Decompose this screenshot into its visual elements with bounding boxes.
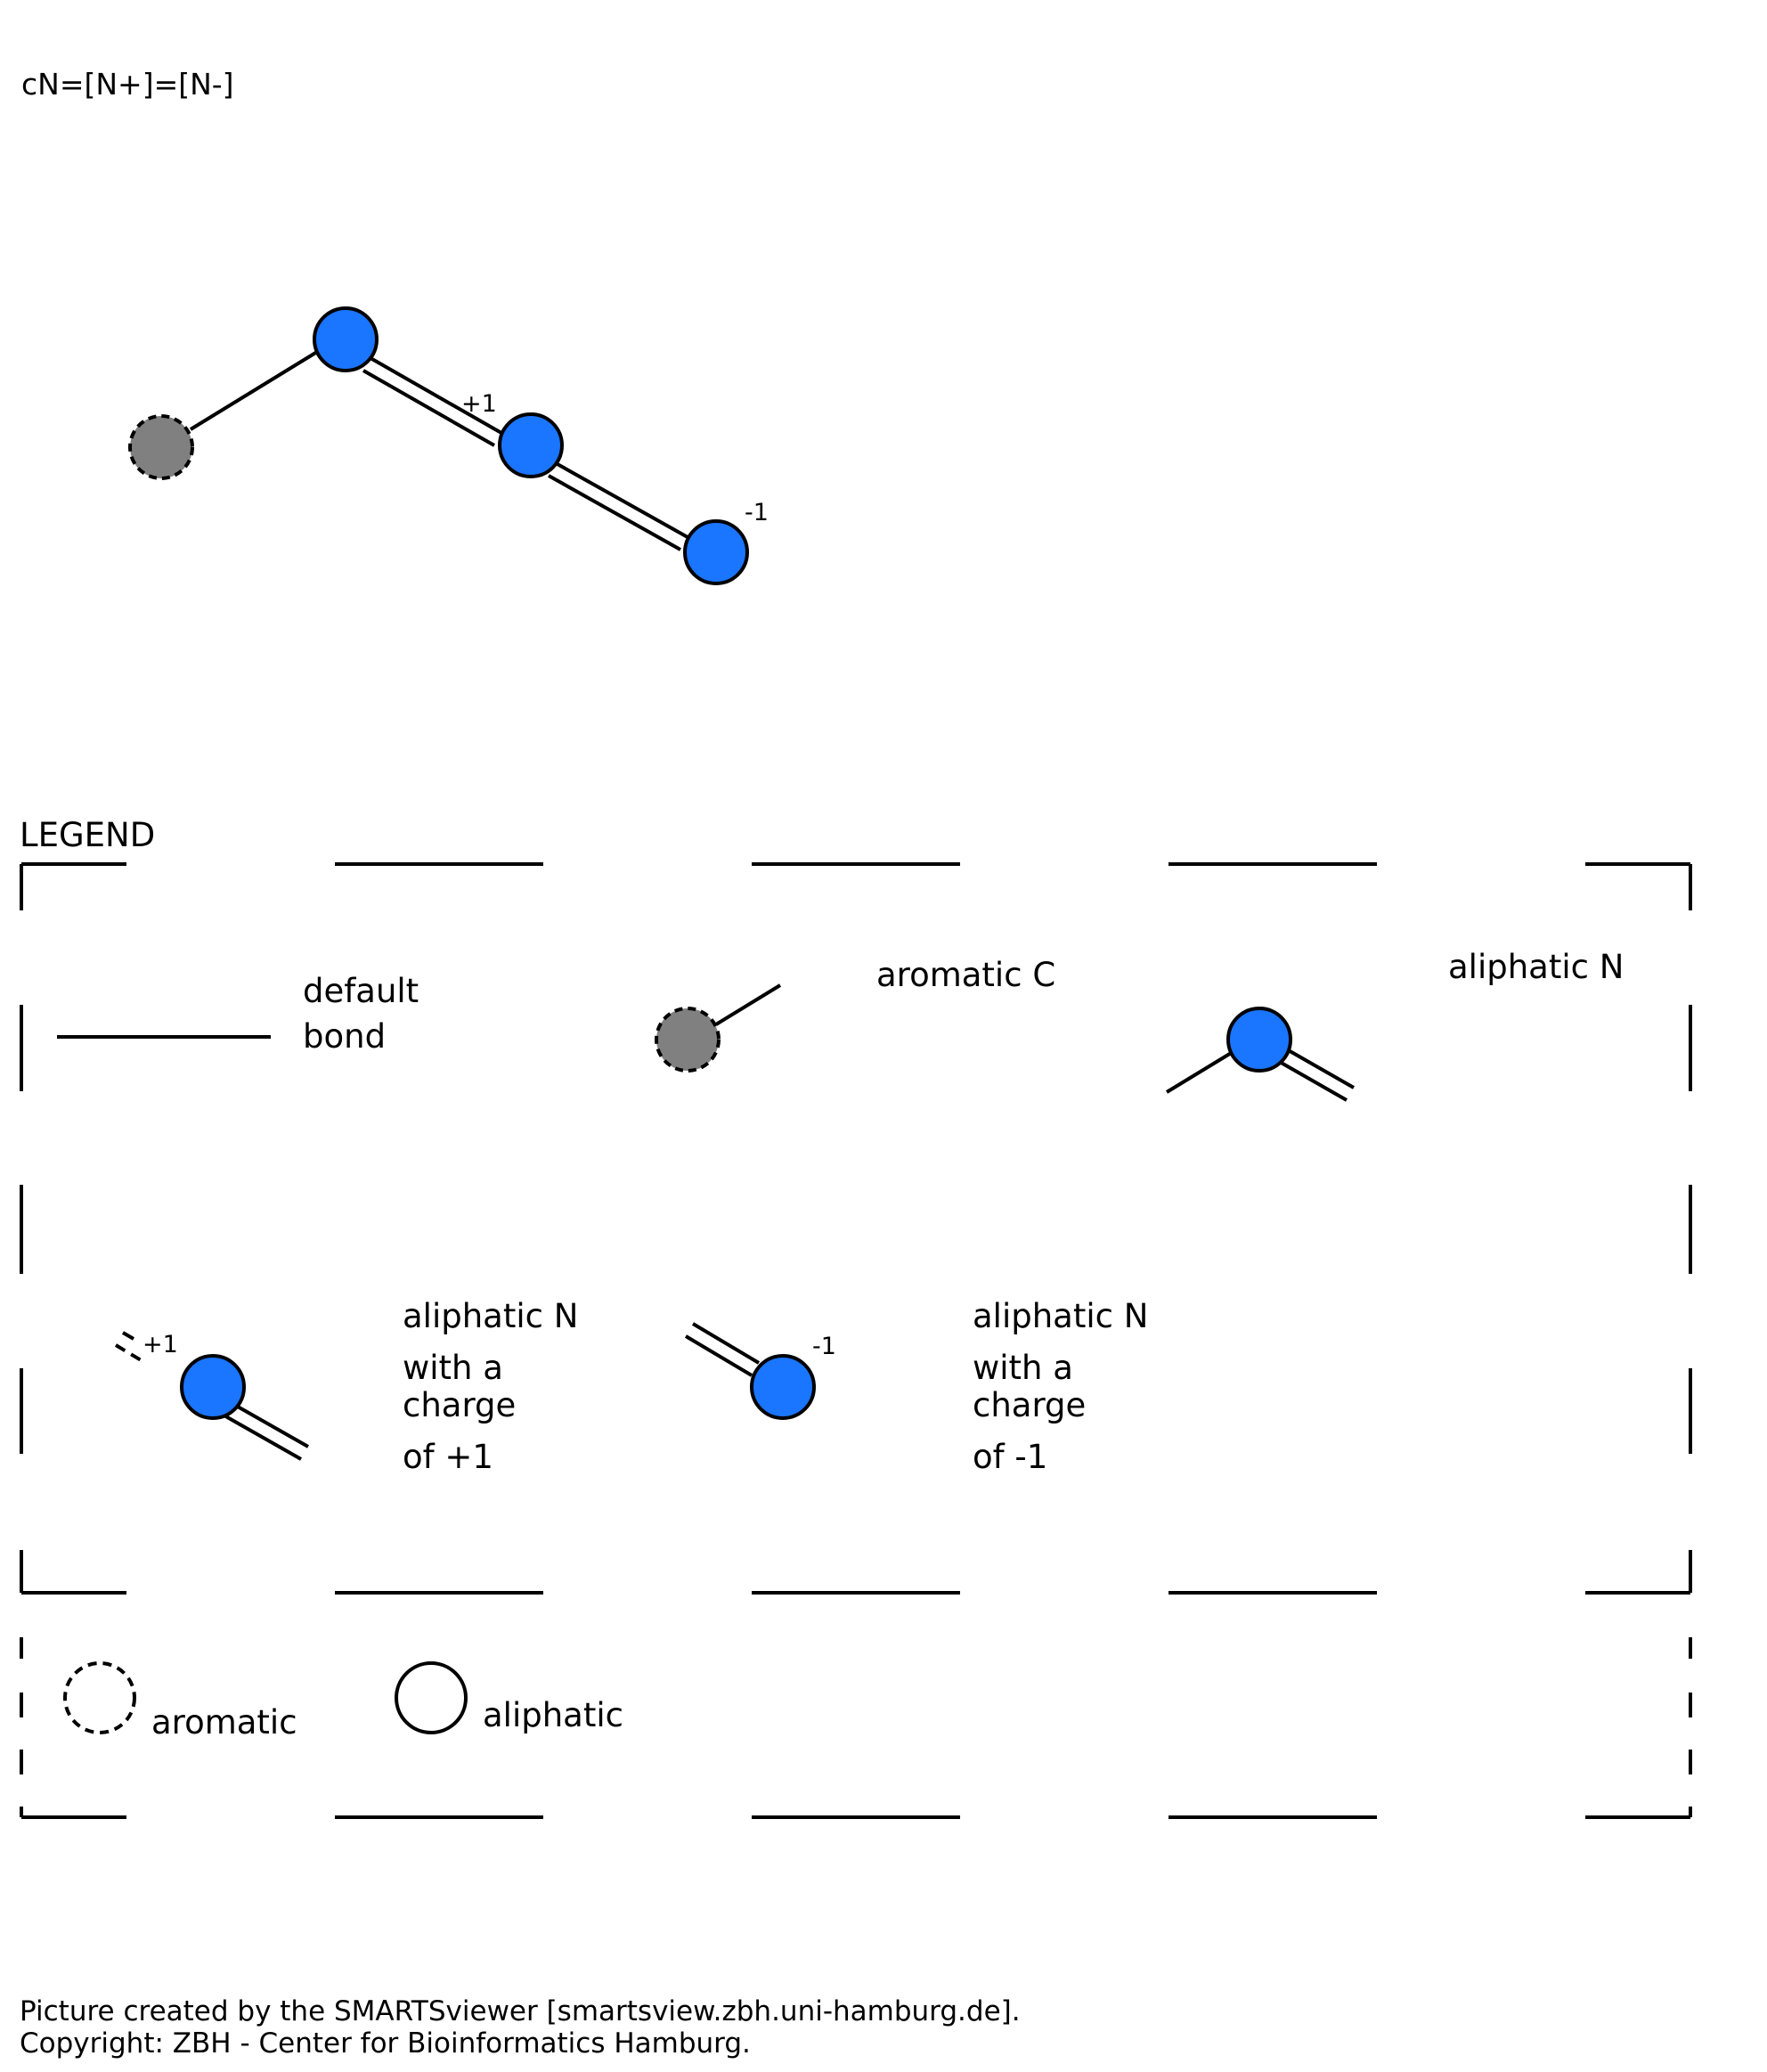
legend-n-minus: -1 aliphatic N with a charge of -1 <box>684 1297 1148 1476</box>
legend-n-plus-atom <box>180 1354 246 1420</box>
legend-n-plus-label-3: charge <box>403 1386 516 1424</box>
legend-n-plus-label-2: with a <box>403 1349 503 1387</box>
footer-line-2: Copyright: ZBH - Center for Bioinformati… <box>20 2027 751 2060</box>
legend-aromatic-label: aromatic <box>151 1703 297 1742</box>
legend-title: LEGEND <box>20 816 155 854</box>
legend-aliphatic-key: aliphatic <box>395 1661 623 1734</box>
legend-aromatic-c: aromatic C <box>655 956 1055 1073</box>
legend-default-bond: default bond <box>57 972 419 1056</box>
bond-double-1 <box>362 356 502 447</box>
legend-n-minus-label-4: of -1 <box>973 1438 1047 1476</box>
legend-default-bond-label-2: bond <box>303 1017 386 1056</box>
legend-n-plus: +1 aliphatic N with a charge of +1 <box>114 1297 578 1476</box>
legend-aliphatic-circle <box>395 1661 468 1734</box>
legend-n-minus-label-3: charge <box>973 1386 1086 1424</box>
charge-label-minus: -1 <box>745 499 769 526</box>
molecule <box>189 350 688 551</box>
legend-aromatic-c-label: aromatic C <box>876 956 1055 994</box>
legend-aliphatic-n-label: aliphatic N <box>1448 948 1624 986</box>
legend-aromatic-circle <box>63 1661 136 1734</box>
atom-aromatic-c <box>128 414 194 480</box>
legend-default-bond-label-1: default <box>303 972 419 1010</box>
legend-n-plus-label-1: aliphatic N <box>403 1297 578 1335</box>
atom-n-minus <box>683 519 749 585</box>
legend-n-minus-atom <box>750 1354 816 1420</box>
bond-single <box>189 350 319 431</box>
charge-label-plus: +1 <box>461 390 497 418</box>
atom-n-plus <box>498 412 564 478</box>
legend-aliphatic-n-atom <box>1226 1007 1292 1073</box>
atom-aliphatic-n <box>313 306 379 372</box>
legend-n-minus-charge: -1 <box>812 1333 836 1360</box>
legend-aliphatic-n: aliphatic N <box>1165 948 1624 1102</box>
legend-aromatic-key: aromatic <box>63 1661 297 1742</box>
legend-n-minus-label-1: aliphatic N <box>973 1297 1148 1335</box>
legend-aromatic-c-atom <box>655 1007 721 1073</box>
bond-double-2 <box>548 461 688 551</box>
legend-frame <box>20 862 1692 1819</box>
legend-aliphatic-label: aliphatic <box>483 1696 623 1734</box>
legend-n-plus-charge: +1 <box>142 1331 178 1358</box>
legend-n-plus-label-4: of +1 <box>403 1438 493 1476</box>
footer-line-1: Picture created by the SMARTSviewer [sma… <box>20 1995 1021 2027</box>
legend-n-minus-label-2: with a <box>973 1349 1073 1387</box>
smarts-string: cN=[N+]=[N-] <box>21 67 234 102</box>
